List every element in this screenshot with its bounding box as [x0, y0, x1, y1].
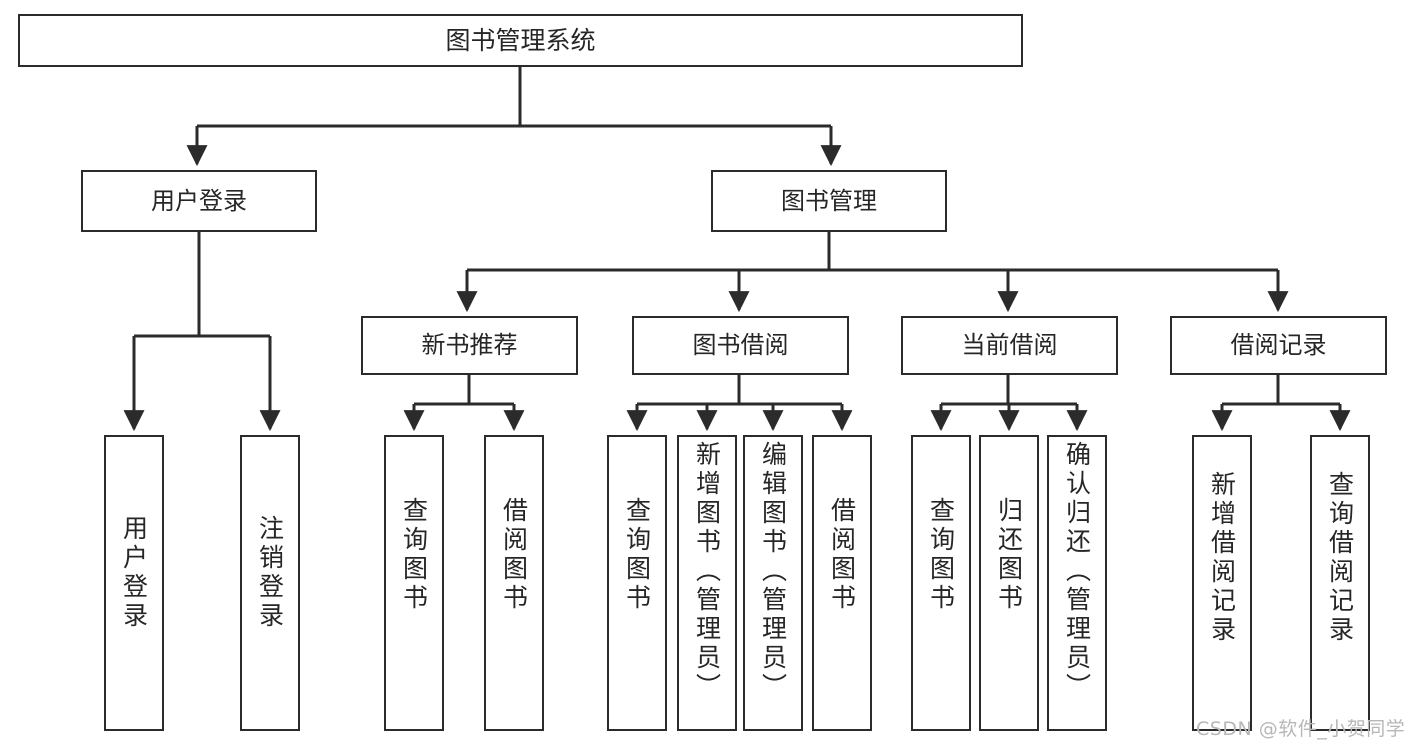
- node-borrow-record[interactable]: 借阅记录: [1170, 316, 1387, 375]
- node-leaf-add-borrow-record-label: 新增借阅记录: [1207, 471, 1237, 645]
- node-leaf-add-book[interactable]: 新增图书（管理员）: [677, 435, 737, 731]
- node-leaf-add-book-label: 新增图书（管理员）: [692, 441, 722, 702]
- node-leaf-return-book-label: 归还图书: [994, 497, 1024, 613]
- node-leaf-query-book-2-label: 查询图书: [622, 497, 652, 613]
- node-leaf-query-book-2[interactable]: 查询图书: [607, 435, 667, 731]
- node-book-borrow-label: 图书借阅: [692, 331, 789, 360]
- node-leaf-query-book-3-label: 查询图书: [926, 497, 956, 613]
- node-root[interactable]: 图书管理系统: [18, 14, 1023, 67]
- node-leaf-user-logout[interactable]: 注销登录: [240, 435, 300, 731]
- node-leaf-user-login[interactable]: 用户登录: [104, 435, 164, 731]
- node-user-login-label: 用户登录: [151, 186, 247, 215]
- node-leaf-borrow-book-2[interactable]: 借阅图书: [812, 435, 872, 731]
- node-book-management[interactable]: 图书管理: [711, 170, 947, 232]
- node-leaf-query-book-1[interactable]: 查询图书: [384, 435, 444, 731]
- node-book-borrow[interactable]: 图书借阅: [632, 316, 849, 375]
- watermark: CSDN @软件_小贺同学: [1196, 718, 1405, 740]
- node-new-book-recommend[interactable]: 新书推荐: [361, 316, 578, 375]
- node-leaf-query-book-3[interactable]: 查询图书: [911, 435, 971, 731]
- node-leaf-query-borrow-record[interactable]: 查询借阅记录: [1310, 435, 1370, 731]
- node-borrow-record-label: 借阅记录: [1230, 331, 1327, 360]
- node-new-book-recommend-label: 新书推荐: [421, 331, 518, 360]
- node-leaf-user-logout-label: 注销登录: [255, 515, 285, 631]
- node-leaf-query-book-1-label: 查询图书: [399, 497, 429, 613]
- node-leaf-confirm-return-label: 确认归还（管理员）: [1062, 441, 1092, 702]
- node-current-borrow-label: 当前借阅: [961, 331, 1058, 360]
- node-root-label: 图书管理系统: [445, 25, 596, 55]
- node-leaf-edit-book-label: 编辑图书（管理员）: [758, 441, 788, 702]
- node-leaf-confirm-return[interactable]: 确认归还（管理员）: [1047, 435, 1107, 731]
- node-current-borrow[interactable]: 当前借阅: [901, 316, 1118, 375]
- node-leaf-borrow-book-2-label: 借阅图书: [827, 497, 857, 613]
- node-user-login[interactable]: 用户登录: [81, 170, 317, 232]
- node-leaf-user-login-label: 用户登录: [119, 515, 149, 631]
- node-leaf-return-book[interactable]: 归还图书: [979, 435, 1039, 731]
- node-leaf-edit-book[interactable]: 编辑图书（管理员）: [743, 435, 803, 731]
- node-leaf-add-borrow-record[interactable]: 新增借阅记录: [1192, 435, 1252, 731]
- node-leaf-borrow-book-1-label: 借阅图书: [499, 497, 529, 613]
- node-leaf-query-borrow-record-label: 查询借阅记录: [1325, 471, 1355, 645]
- node-book-management-label: 图书管理: [781, 186, 877, 215]
- node-leaf-borrow-book-1[interactable]: 借阅图书: [484, 435, 544, 731]
